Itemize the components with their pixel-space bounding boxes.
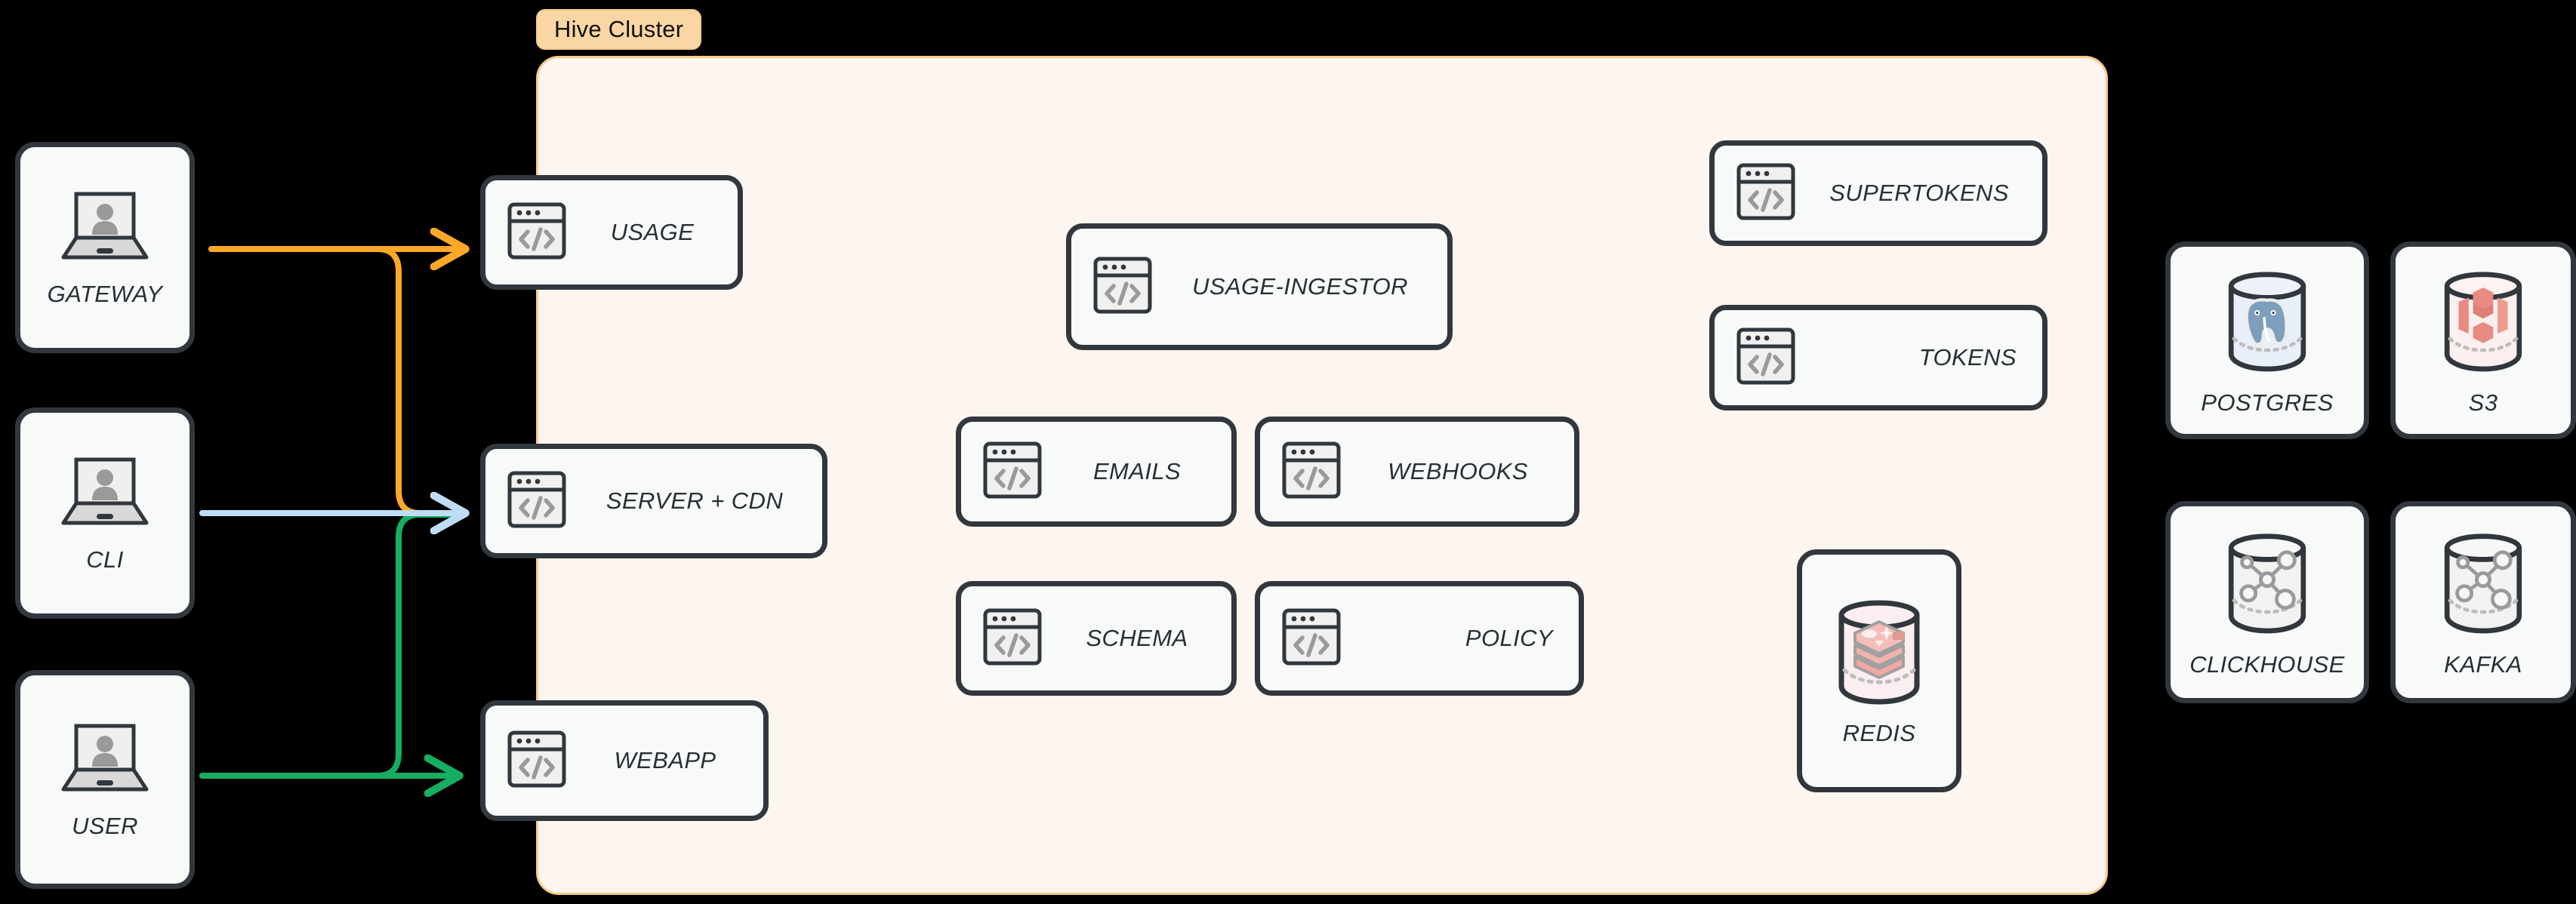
graph-database-icon [2434, 527, 2532, 641]
service-label-server-cdn: SERVER + CDN [605, 487, 784, 514]
code-window-icon [982, 441, 1043, 503]
laptop-user-icon [56, 188, 154, 270]
service-label-webapp: WEBAPP [614, 747, 716, 773]
service-card-webhooks[interactable]: WEBHOOKS [1255, 417, 1579, 527]
service-card-webapp[interactable]: WEBAPP [480, 700, 769, 821]
client-card-cli[interactable]: CLI [15, 407, 195, 619]
service-label-supertokens: SUPERTOKENS [1829, 180, 2009, 206]
service-label-usage: USAGE [610, 219, 695, 245]
service-card-policy[interactable]: POLICY [1255, 581, 1584, 696]
store-label-kafka: KAFKA [2444, 650, 2522, 678]
store-card-postgres[interactable]: POSTGRES [2165, 241, 2369, 439]
laptop-user-icon [56, 454, 154, 536]
store-label-s3: S3 [2468, 389, 2498, 416]
store-card-redis[interactable]: REDIS [1797, 549, 1961, 792]
service-card-usage[interactable]: USAGE [480, 175, 743, 290]
store-card-s3[interactable]: S3 [2390, 241, 2576, 439]
code-window-icon [1281, 441, 1342, 503]
graph-database-icon [2218, 527, 2316, 641]
store-card-kafka[interactable]: KAFKA [2390, 501, 2576, 703]
code-window-icon [1092, 256, 1153, 318]
hive-cluster-badge-label: Hive Cluster [554, 16, 684, 42]
code-window-icon [507, 201, 567, 264]
service-label-policy: POLICY [1465, 625, 1553, 651]
client-card-user[interactable]: USER [15, 670, 195, 889]
client-label-user: USER [72, 812, 138, 839]
client-card-gateway[interactable]: GATEWAY [15, 142, 195, 353]
link-gateway-to-server-cdn [208, 246, 459, 516]
service-label-usage-ingestor: USAGE-INGESTOR [1192, 273, 1408, 300]
store-label-redis: REDIS [1842, 719, 1916, 746]
code-window-icon [507, 470, 567, 533]
service-card-tokens[interactable]: TOKENS [1709, 305, 2048, 410]
client-label-cli: CLI [86, 546, 124, 573]
code-window-icon [982, 607, 1043, 670]
code-window-icon [1736, 162, 1796, 225]
code-window-icon [507, 730, 567, 792]
store-label-clickhouse: CLICKHOUSE [2189, 650, 2345, 678]
redis-database-icon [1828, 595, 1930, 709]
store-card-clickhouse[interactable]: CLICKHOUSE [2165, 501, 2369, 703]
service-card-emails[interactable]: EMAILS [956, 417, 1237, 527]
client-label-gateway: GATEWAY [47, 280, 163, 307]
service-label-tokens: TOKENS [1918, 344, 2017, 371]
service-card-schema[interactable]: SCHEMA [956, 581, 1237, 696]
postgres-database-icon [2218, 265, 2316, 379]
service-card-usage-ingestor[interactable]: USAGE-INGESTOR [1066, 223, 1453, 350]
laptop-user-icon [56, 720, 154, 802]
service-card-server-cdn[interactable]: SERVER + CDN [480, 444, 827, 558]
code-window-icon [1281, 607, 1342, 670]
service-label-emails: EMAILS [1092, 458, 1182, 484]
service-label-webhooks: WEBHOOKS [1388, 458, 1528, 484]
service-card-supertokens[interactable]: SUPERTOKENS [1709, 140, 2048, 246]
link-user-to-server-cdn [199, 512, 459, 779]
hive-cluster-badge: Hive Cluster [536, 9, 702, 50]
service-label-schema: SCHEMA [1086, 625, 1188, 651]
code-window-icon [1736, 327, 1796, 389]
s3-database-icon [2434, 265, 2532, 379]
store-label-postgres: POSTGRES [2201, 389, 2334, 416]
